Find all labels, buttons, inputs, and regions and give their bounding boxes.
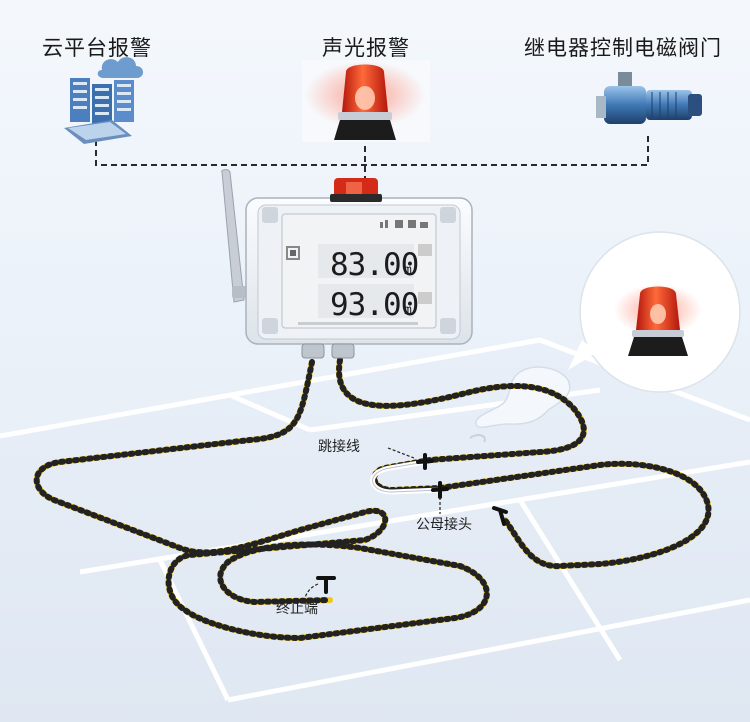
cloud-server-icon — [64, 57, 144, 144]
lcd-reading-1: 83.00 — [330, 247, 418, 283]
relay-valve-label: 继电器控制电磁阀门 — [524, 36, 722, 60]
jumper-cable-outline — [372, 461, 441, 493]
connection-dashes — [95, 136, 649, 180]
lcd-unit-2: m — [404, 303, 412, 318]
antenna — [221, 169, 245, 303]
lcd-reading-2: 93.00 — [330, 287, 418, 323]
label-leaders — [303, 447, 441, 603]
device-red-lamp — [330, 178, 382, 202]
solenoid-valve-icon — [596, 72, 702, 124]
leak-detector-device — [221, 169, 473, 359]
jumper-cable-label: 跳接线 — [318, 439, 360, 455]
cloud-platform-alarm-label: 云平台报警 — [42, 36, 152, 60]
connector-marks — [316, 453, 508, 594]
lcd-unit-1: m — [404, 263, 412, 278]
connector-label: 公母接头 — [416, 517, 472, 533]
strobe-alarm-top — [302, 60, 430, 142]
strobe-alarm-label: 声光报警 — [322, 36, 410, 60]
cable-glands — [301, 343, 355, 359]
water-leak-puddle — [475, 366, 571, 429]
floor-plane — [0, 340, 750, 722]
terminal-end-label: 终止端 — [276, 601, 318, 617]
water-drip — [469, 434, 486, 443]
alarm-callout — [568, 231, 741, 393]
